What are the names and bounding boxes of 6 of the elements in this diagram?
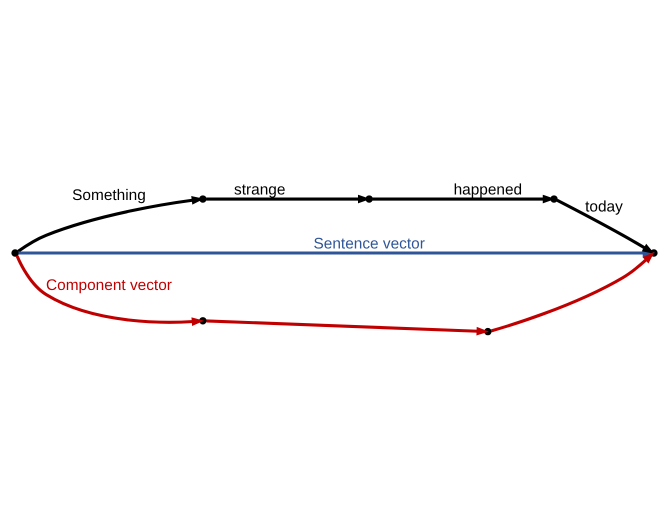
edge-label: Something <box>72 186 146 204</box>
edge-label: happened <box>454 180 522 198</box>
edge-label: Component vector <box>46 276 172 294</box>
edge-label: strange <box>234 180 286 198</box>
edge-label: Sentence vector <box>314 234 425 252</box>
edge-label: today <box>585 198 623 215</box>
